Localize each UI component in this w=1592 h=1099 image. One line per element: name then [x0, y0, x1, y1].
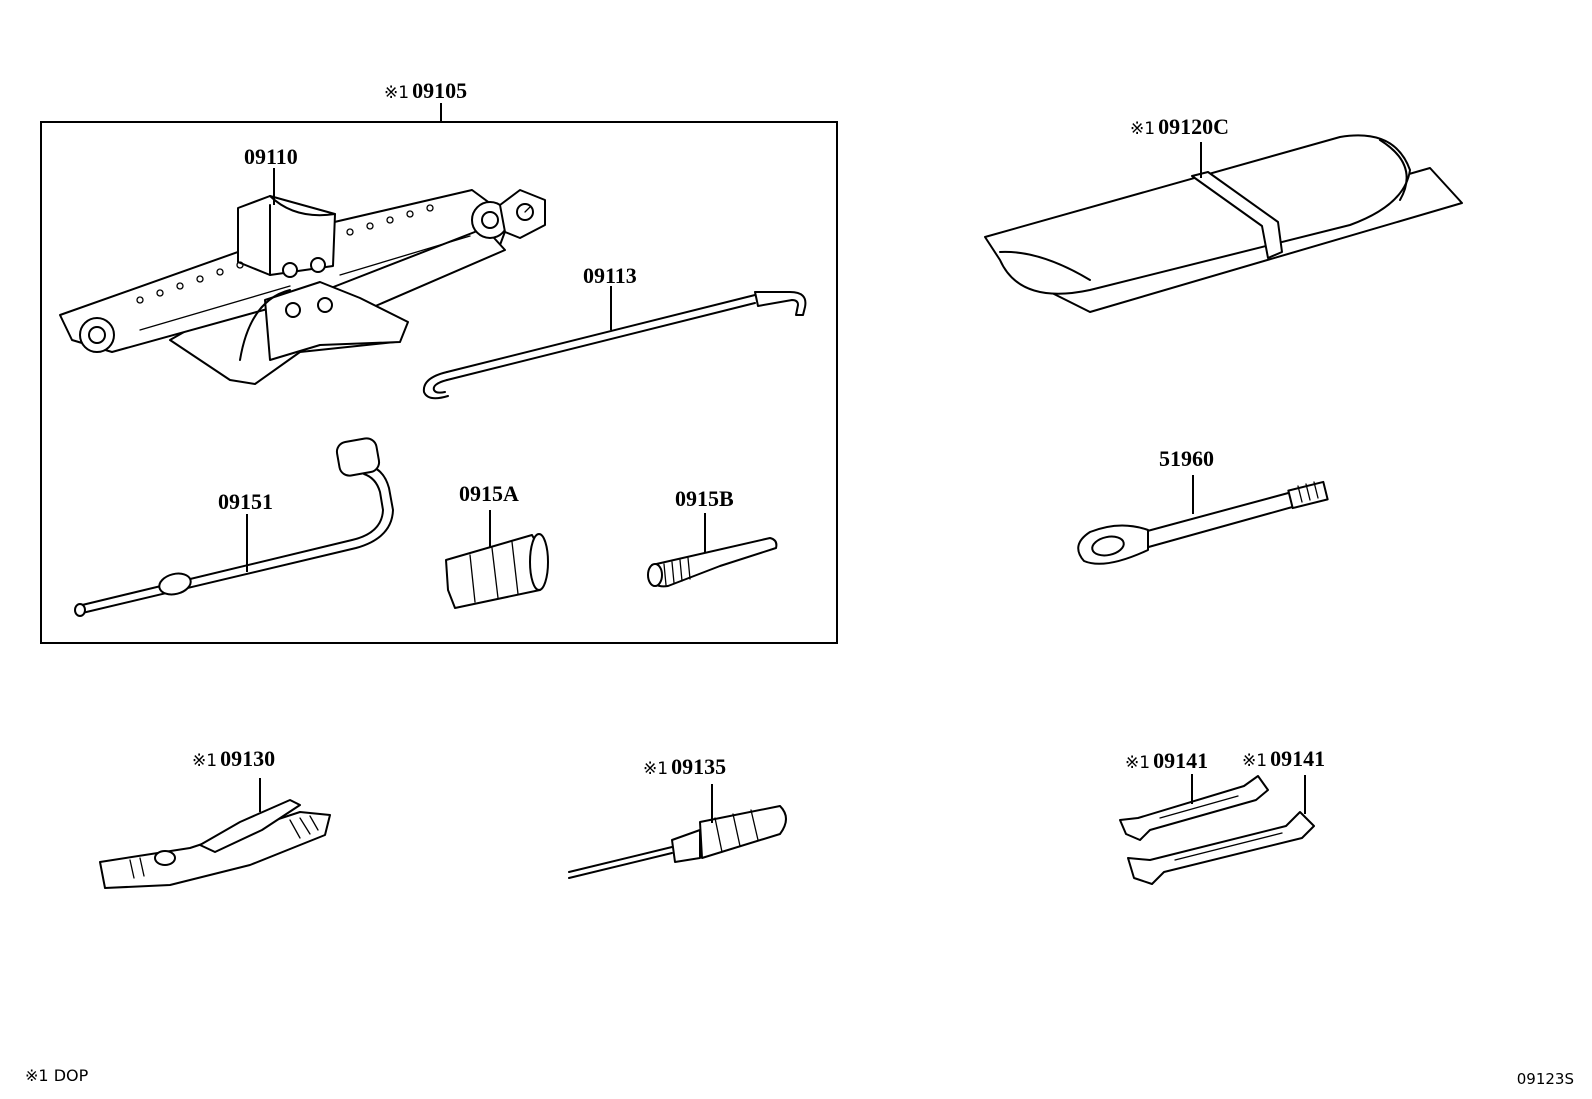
screwdriver-illustration — [568, 805, 787, 879]
footnote-text: DOP — [53, 1066, 89, 1085]
dop-mark: ※1 — [1130, 119, 1156, 139]
part-number: 09105 — [412, 78, 468, 103]
open-end-wrench-illustration-2 — [1127, 811, 1315, 885]
part-number: 09130 — [220, 746, 276, 771]
tow-hook-illustration — [1077, 480, 1329, 565]
part-number: 09110 — [244, 144, 298, 169]
part-number: 09120C — [1158, 114, 1229, 139]
callout-09113: 09113 — [583, 265, 637, 287]
part-number: 51960 — [1159, 446, 1214, 471]
dop-mark: ※1 — [643, 759, 669, 779]
dop-mark: ※1 — [384, 83, 410, 103]
tool-bag-illustration — [984, 134, 1463, 313]
callout-0915A: 0915A — [459, 483, 519, 505]
jack-handle-illustration — [422, 291, 807, 400]
group-frame — [40, 121, 838, 644]
dop-mark: ※1 — [25, 1066, 49, 1085]
callout-09151: 09151 — [218, 491, 273, 513]
callout-51960: 51960 — [1159, 448, 1214, 470]
callout-0915B: 0915B — [675, 488, 734, 510]
diagram-code: 09123S — [1516, 1070, 1574, 1088]
adapter-b-illustration — [647, 537, 778, 588]
part-number: 09151 — [218, 489, 273, 514]
part-number: 09141 — [1270, 746, 1326, 771]
adapter-a-illustration — [445, 533, 549, 609]
open-end-wrench-illustration-1 — [1119, 775, 1269, 841]
pliers-illustration — [99, 799, 331, 889]
part-number: 09113 — [583, 263, 637, 288]
part-number: 0915B — [675, 486, 734, 511]
footnote: ※1 DOP — [25, 1066, 88, 1085]
part-number: 0915A — [459, 481, 519, 506]
dop-mark: ※1 — [1125, 753, 1151, 773]
part-number: 09141 — [1153, 748, 1209, 773]
scissor-jack-illustration — [59, 189, 546, 385]
wheel-wrench-illustration — [74, 437, 394, 617]
callout-09110: 09110 — [244, 146, 298, 168]
dop-mark: ※1 — [192, 751, 218, 771]
dop-mark: ※1 — [1242, 751, 1268, 771]
part-number: 09135 — [671, 754, 727, 779]
